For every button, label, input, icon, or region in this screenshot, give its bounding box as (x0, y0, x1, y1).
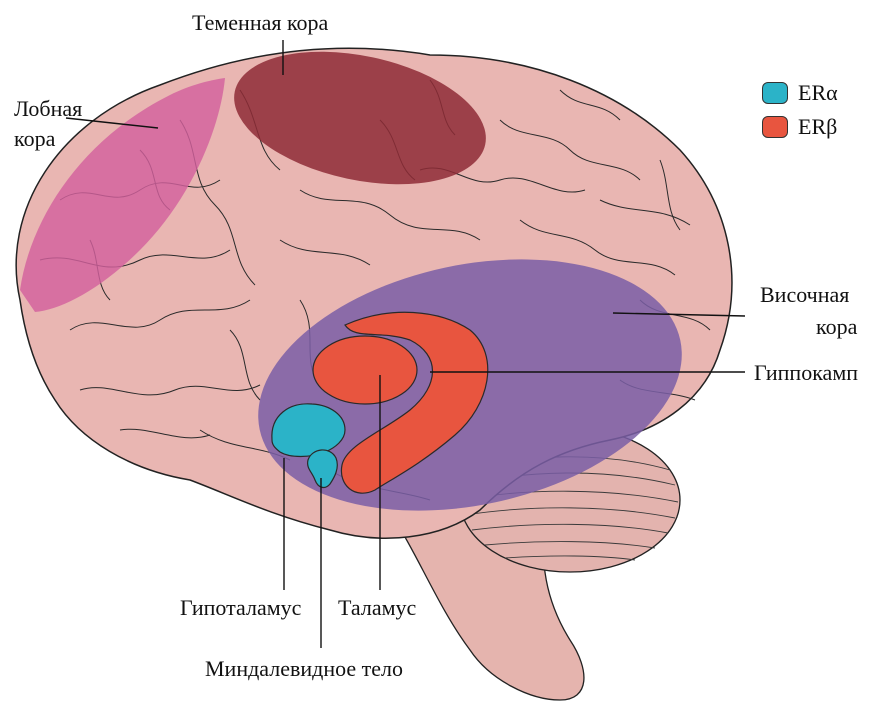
thalamus-label: Таламус (338, 595, 416, 621)
legend-label-er-beta: ERβ (798, 114, 837, 140)
hypothalamus-label: Гипоталамус (180, 595, 301, 621)
legend-item-er-beta: ERβ (762, 114, 837, 140)
thalamus-shape (313, 336, 417, 404)
er-beta-swatch (762, 116, 788, 138)
frontal-cortex-label-line1: Лобная (14, 96, 82, 122)
legend-item-er-alpha: ERα (762, 80, 838, 106)
er-alpha-swatch (762, 82, 788, 104)
frontal-cortex-label-line2: кора (14, 126, 55, 152)
amygdala-label: Миндалевидное тело (205, 656, 403, 682)
parietal-cortex-label: Теменная кора (192, 10, 328, 36)
hippocampus-label: Гиппокамп (754, 360, 858, 386)
temporal-cortex-label-line2: кора (816, 314, 857, 340)
legend-label-er-alpha: ERα (798, 80, 838, 106)
temporal-cortex-label-line1: Височная (760, 282, 849, 308)
